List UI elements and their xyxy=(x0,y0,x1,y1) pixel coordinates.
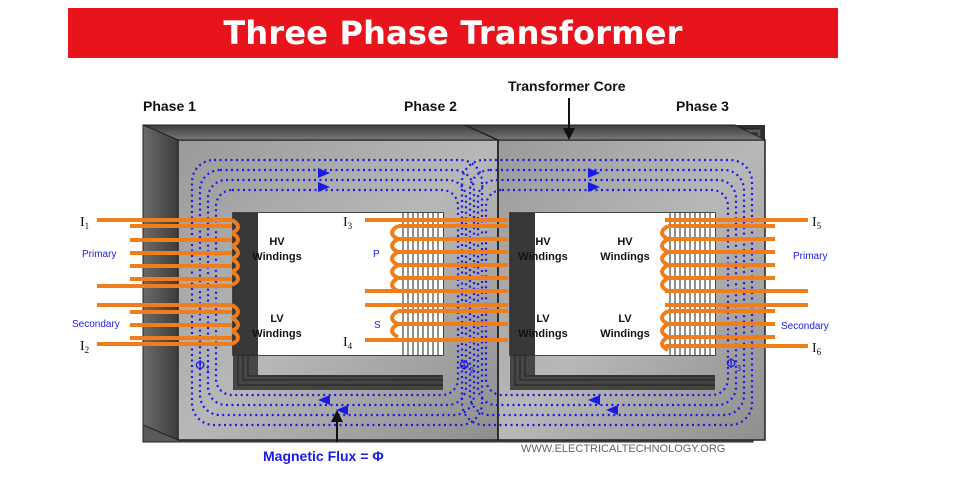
flux-phi2-label: Φ2 xyxy=(459,359,474,375)
hv-windings-label-1: Windings xyxy=(252,251,301,263)
current-i5-label: I5 xyxy=(812,215,822,231)
hv-label-2: HV xyxy=(535,236,551,248)
winding-phase-1-primary xyxy=(97,218,240,288)
flux-phi3-label: Φ3 xyxy=(726,357,741,373)
lv-windings-label-1: Windings xyxy=(252,328,301,340)
hv-label-3: HV xyxy=(617,236,633,248)
s-label: S xyxy=(374,320,381,331)
p-label: P xyxy=(373,249,380,260)
title-banner: Three Phase Transformer xyxy=(68,8,838,58)
primary-right-label: Primary xyxy=(793,251,827,262)
winding-phase-3-secondary xyxy=(660,303,808,352)
current-i1-label: I1 xyxy=(80,215,89,231)
secondary-right-label: Secondary xyxy=(781,321,829,332)
phase-1-label: Phase 1 xyxy=(143,98,196,114)
flux-phi1-label: Φ1 xyxy=(195,359,210,375)
website-watermark: WWW.ELECTRICALTECHNOLOGY.ORG xyxy=(521,443,725,455)
lv-windings-label-2: Windings xyxy=(518,328,567,340)
lv-label-2: LV xyxy=(536,313,550,325)
lv-label-1: LV xyxy=(270,313,284,325)
hv-windings-label-2: Windings xyxy=(518,251,567,263)
winding-phase-3-primary xyxy=(660,218,808,293)
magnetic-flux-label: Magnetic Flux = Φ xyxy=(263,448,384,464)
current-i4-label: I4 xyxy=(343,335,353,351)
phase-3-label: Phase 3 xyxy=(676,98,729,114)
flux-direction-arrows xyxy=(318,168,618,415)
flux-pointer-arrowhead xyxy=(331,410,343,422)
current-i2-label: I2 xyxy=(80,339,89,355)
winding-phase-1-secondary xyxy=(97,303,240,346)
diagram-title: Three Phase Transformer xyxy=(223,14,683,52)
hv-label-1: HV xyxy=(269,236,285,248)
core-pointer-arrowhead xyxy=(563,128,575,140)
lv-label-3: LV xyxy=(618,313,632,325)
phase-2-label: Phase 2 xyxy=(404,98,457,114)
winding-phase-2 xyxy=(365,218,508,342)
current-i6-label: I6 xyxy=(812,341,822,357)
lv-windings-label-3: Windings xyxy=(600,328,649,340)
transformer-core-label: Transformer Core xyxy=(508,78,626,94)
transformer-core xyxy=(142,124,766,441)
primary-left-label: Primary xyxy=(82,249,116,260)
current-i3-label: I3 xyxy=(343,215,353,231)
secondary-left-label: Secondary xyxy=(72,319,120,330)
hv-windings-label-3: Windings xyxy=(600,251,649,263)
